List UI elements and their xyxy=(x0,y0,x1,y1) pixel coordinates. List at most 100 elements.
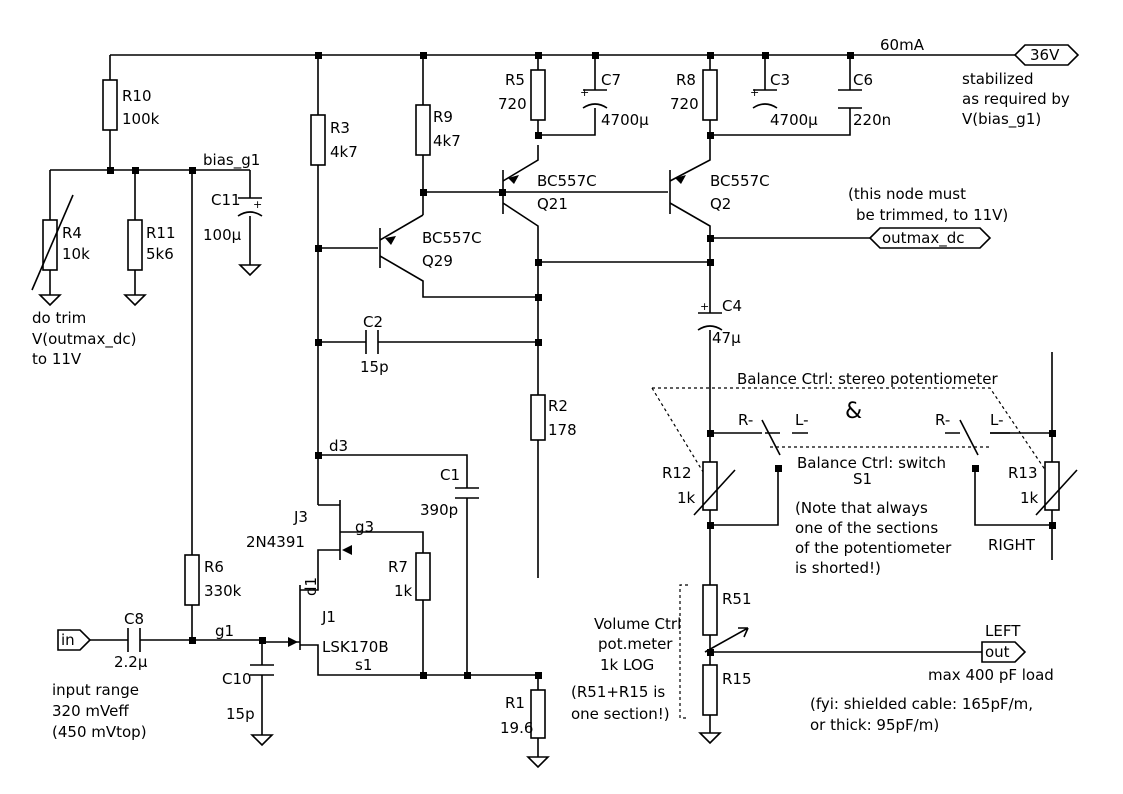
port-36v[interactable]: 36V xyxy=(1013,44,1080,66)
svg-text:BC557C: BC557C xyxy=(537,172,597,190)
resistor-r11 xyxy=(127,219,143,271)
svg-text:178: 178 xyxy=(548,421,577,439)
svg-text:(450 mVtop): (450 mVtop) xyxy=(52,723,147,741)
svg-text:47µ: 47µ xyxy=(712,329,741,347)
svg-text:&: & xyxy=(845,399,862,424)
svg-text:as required by: as required by xyxy=(962,90,1070,108)
svg-text:(Note that always: (Note that always xyxy=(795,499,928,517)
svg-text:1k: 1k xyxy=(394,582,413,600)
svg-text:R51: R51 xyxy=(722,590,752,608)
svg-text:1k: 1k xyxy=(1020,489,1039,507)
svg-text:one section!): one section!) xyxy=(571,705,670,723)
svg-text:720: 720 xyxy=(498,95,527,113)
svg-text:C11: C11 xyxy=(211,191,241,209)
svg-text:R-: R- xyxy=(935,411,950,429)
resistor-r5 xyxy=(530,69,546,121)
svg-text:R13: R13 xyxy=(1008,464,1038,482)
svg-text:in: in xyxy=(61,631,75,649)
svg-text:LSK170B: LSK170B xyxy=(322,638,389,656)
svg-text:R-: R- xyxy=(738,411,753,429)
svg-text:C10: C10 xyxy=(222,670,252,688)
svg-text:1k: 1k xyxy=(677,489,696,507)
svg-text:320 mVeff: 320 mVeff xyxy=(52,702,129,720)
svg-text:RIGHT: RIGHT xyxy=(988,536,1036,554)
resistor-r1 xyxy=(530,689,546,739)
mechanical-links xyxy=(651,387,1053,719)
resistor-r13 xyxy=(1044,461,1060,511)
svg-text:J1: J1 xyxy=(321,608,336,626)
svg-text:15p: 15p xyxy=(360,358,389,376)
capacitor-c11: + xyxy=(237,197,263,217)
junctions xyxy=(107,52,1056,679)
svg-text:(this node must: (this node must xyxy=(848,185,966,203)
svg-text:max 400 pF load: max 400 pF load xyxy=(928,666,1054,684)
port-outmax-dc[interactable]: outmax_dc xyxy=(868,227,992,249)
svg-text:L-: L- xyxy=(990,411,1004,429)
svg-text:220n: 220n xyxy=(853,111,891,129)
capacitor-c1 xyxy=(455,487,479,499)
svg-text:be trimmed, to 11V): be trimmed, to 11V) xyxy=(856,206,1008,224)
svg-text:100k: 100k xyxy=(122,110,160,128)
component-labels: R10 100k R4 10k R11 5k6 R3 4k7 R9 4k7 R5… xyxy=(62,71,1039,737)
svg-text:Q2: Q2 xyxy=(710,195,731,213)
svg-text:2.2µ: 2.2µ xyxy=(114,653,148,671)
svg-text:4700µ: 4700µ xyxy=(770,111,818,129)
svg-text:pot.meter: pot.meter xyxy=(598,635,673,653)
gate-arrow-j1 xyxy=(288,637,298,647)
svg-text:do trim: do trim xyxy=(32,309,86,327)
trim-arrow-r12 xyxy=(693,469,736,516)
svg-text:R15: R15 xyxy=(722,670,752,688)
svg-text:(R51+R15 is: (R51+R15 is xyxy=(571,683,665,701)
svg-text:4700µ: 4700µ xyxy=(601,111,649,129)
resistor-r7 xyxy=(415,552,431,601)
svg-text:R4: R4 xyxy=(62,224,82,242)
transistor-arrows xyxy=(288,175,686,647)
svg-text:C4: C4 xyxy=(722,297,742,315)
svg-text:R2: R2 xyxy=(548,397,568,415)
svg-text:bias_g1: bias_g1 xyxy=(203,151,260,170)
svg-text:(fyi: shielded cable: 165pF/m,: (fyi: shielded cable: 165pF/m, xyxy=(810,695,1033,713)
svg-text:10k: 10k xyxy=(62,245,90,263)
svg-text:R6: R6 xyxy=(204,558,224,576)
emitter-arrow-q29 xyxy=(385,236,396,245)
emitter-arrow-q2 xyxy=(675,175,686,184)
svg-text:R12: R12 xyxy=(662,464,692,482)
svg-text:V(outmax_dc): V(outmax_dc) xyxy=(32,330,136,349)
ground-icon xyxy=(38,285,62,307)
svg-text:4k7: 4k7 xyxy=(330,143,358,161)
svg-text:Balance Ctrl: stereo potentiom: Balance Ctrl: stereo potentiometer xyxy=(737,370,999,388)
port-in[interactable]: in xyxy=(57,629,92,651)
svg-text:one of the sections: one of the sections xyxy=(795,519,938,537)
resistor-r8 xyxy=(702,69,718,121)
port-out[interactable]: out xyxy=(981,641,1027,663)
ports[interactable]: 36V outmax_dc in out xyxy=(57,44,1080,663)
resistor-r15 xyxy=(702,664,718,716)
svg-text:C6: C6 xyxy=(853,71,873,89)
svg-text:C7: C7 xyxy=(601,71,621,89)
svg-text:Q29: Q29 xyxy=(422,252,453,270)
net-labels: bias_g1 d3 g3 d1 g1 s1 60mA R- L- R- L- xyxy=(203,36,1004,674)
capacitor-c8 xyxy=(127,628,141,652)
ground-icon xyxy=(238,264,262,277)
ground-icon xyxy=(123,285,147,307)
svg-text:R5: R5 xyxy=(505,71,525,89)
svg-text:19.6: 19.6 xyxy=(500,719,533,737)
resistors xyxy=(31,69,1078,739)
svg-text:R8: R8 xyxy=(676,71,696,89)
svg-text:1k LOG: 1k LOG xyxy=(600,656,654,674)
svg-text:Balance Ctrl: switch: Balance Ctrl: switch xyxy=(797,454,946,472)
svg-text:Volume Ctrl: Volume Ctrl xyxy=(594,615,681,633)
capacitor-c3: + xyxy=(750,86,778,109)
svg-text:15p: 15p xyxy=(226,705,255,723)
capacitor-c10 xyxy=(250,664,274,676)
capacitor-c6 xyxy=(838,89,862,109)
resistor-r9 xyxy=(415,104,431,156)
switch-s1 xyxy=(761,419,1010,456)
svg-text:R3: R3 xyxy=(330,119,350,137)
svg-text:d1: d1 xyxy=(302,577,320,596)
svg-text:R10: R10 xyxy=(122,87,152,105)
svg-text:BC557C: BC557C xyxy=(710,172,770,190)
svg-text:outmax_dc: outmax_dc xyxy=(882,229,965,248)
resistor-r6 xyxy=(184,554,200,606)
